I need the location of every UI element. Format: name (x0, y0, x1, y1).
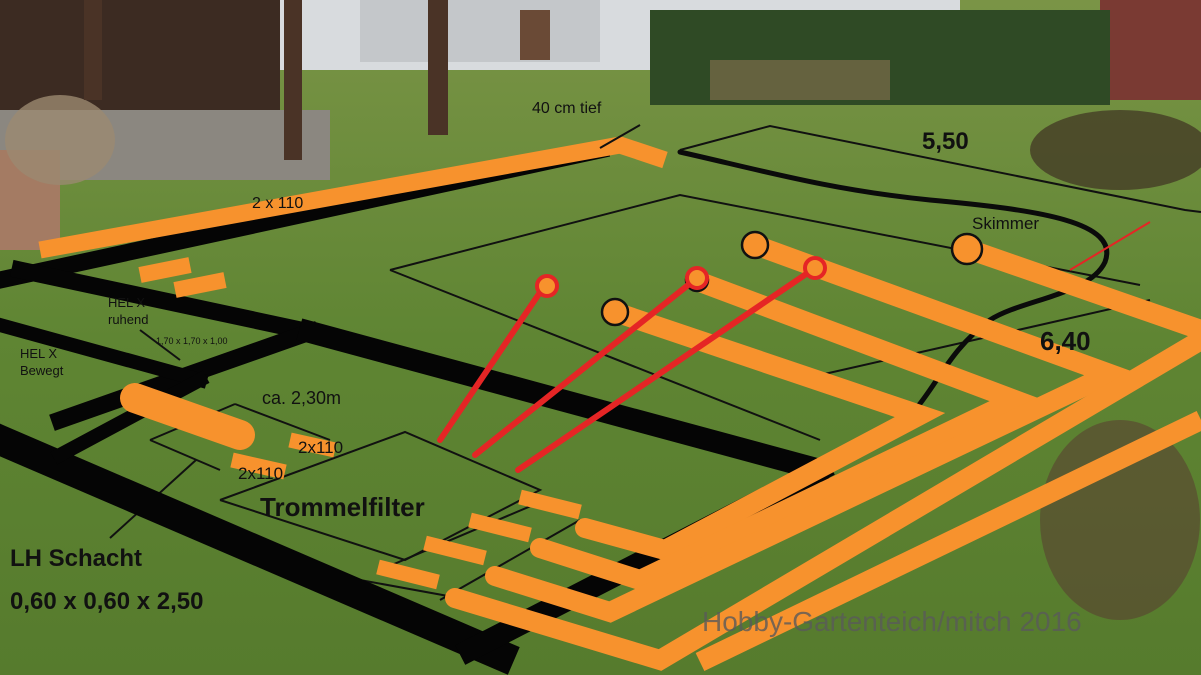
pointer-line (599, 124, 641, 149)
pipe-short-b (173, 272, 227, 298)
pipe-2x110-b (230, 452, 287, 480)
pipe-short-a (138, 257, 192, 283)
pipe-loop-3 (485, 235, 1136, 623)
pipe-loop-4 (445, 238, 1201, 671)
pipe-b-label: 2x110 (238, 464, 284, 483)
orange-pipes (38, 136, 1201, 672)
watermark: Hobby-Gartenteich/mitch 2016 (702, 606, 1082, 637)
inlet-circles (600, 230, 984, 327)
pipe-stub-3 (423, 535, 487, 566)
red-lines (437, 256, 827, 473)
pipe-hel (120, 383, 255, 450)
hel-bewegt-label: HEL X Bewegt (20, 346, 64, 378)
skimmer-circle (950, 232, 984, 266)
inlet-3 (740, 230, 770, 260)
pipe-a-label: 2x110 (298, 438, 344, 457)
pipe-top (38, 136, 668, 259)
length-dimension: 6,40 (1040, 326, 1091, 356)
trommelfilter-label: Trommelfilter (260, 492, 425, 522)
ca-length-label: ca. 2,30m (262, 388, 342, 408)
pipe-2x110-a (288, 432, 337, 458)
inlet-1 (600, 297, 630, 327)
hel-ruhend-label: HEL X ruhend (108, 295, 149, 327)
pond-outline-lines (109, 124, 1201, 601)
pipe-stub-2 (468, 512, 532, 543)
pipe-top-label: 2 x 110 (252, 195, 304, 212)
pipe-loop-5 (695, 410, 1201, 672)
pipe-loop-1 (575, 302, 946, 561)
skimmer-label: Skimmer (972, 214, 1040, 233)
depth-label: 40 cm tief (532, 100, 602, 117)
red-skimmer-line (1069, 221, 1151, 271)
hel-dims-label: 1,70 x 1,70 x 1,00 (156, 336, 228, 346)
pipe-stub-4 (376, 559, 440, 590)
pipe-stub-1 (518, 489, 582, 520)
lh-dims-label: 0,60 x 0,60 x 2,50 (10, 588, 204, 615)
width-dimension: 5,50 (922, 128, 969, 155)
lh-schacht-label: LH Schacht (10, 545, 143, 572)
pipe-loop-2 (530, 272, 1041, 591)
